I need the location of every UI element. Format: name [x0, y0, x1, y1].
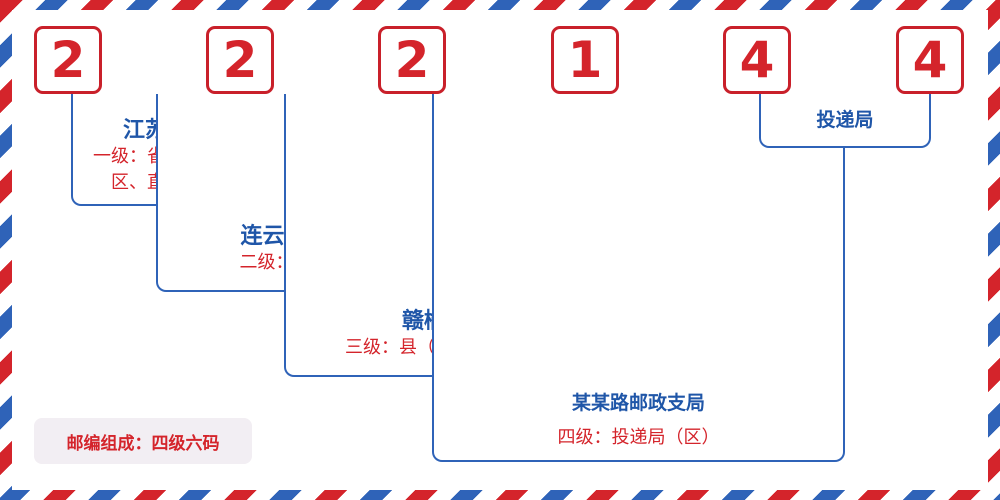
- postcode-digit-3: 2: [378, 26, 446, 94]
- postcode-digit-6: 4: [896, 26, 964, 94]
- postcode-digit-2: 2: [206, 26, 274, 94]
- level-5-name: 投递局: [816, 109, 874, 131]
- postcode-digit-4: 1: [551, 26, 619, 94]
- level-4-name: 某某路邮政支局: [571, 392, 705, 414]
- level-4-bracket: 某某路邮政支局 四级：投递局（区）: [432, 94, 845, 462]
- postcode-digit-5: 4: [723, 26, 791, 94]
- level-4-desc: 四级：投递局（区）: [557, 427, 720, 448]
- postcode-structure-badge: 邮编组成：四级六码: [34, 418, 252, 464]
- postcode-digit-1: 2: [34, 26, 102, 94]
- level-5-bracket: 投递局: [759, 94, 931, 148]
